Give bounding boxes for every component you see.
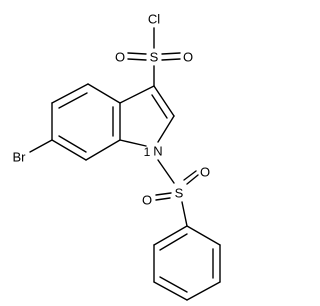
bond-s-o-right-a <box>161 58 181 61</box>
bond-c3-c2 <box>153 85 175 117</box>
atom-label-nitrogen-locant: 1 <box>144 145 151 159</box>
bond-s-o-left-b <box>155 192 172 196</box>
bond-c3a-c3 <box>119 85 155 104</box>
bond-c4-c5 <box>51 83 89 104</box>
atom-label-oxygen-bottom-left: O <box>142 193 152 208</box>
atom-label-sulfur-bottom: S <box>175 186 184 201</box>
bond-n1-c7a <box>119 139 147 147</box>
bond-ph-6-1-inner <box>159 233 188 251</box>
benzo-ring <box>51 83 121 161</box>
bond-c6-c7-inner <box>58 135 87 153</box>
atom-label-oxygen-top-right: O <box>183 50 193 65</box>
bond-ph-4-5 <box>153 281 188 301</box>
bond-c6-br <box>29 139 53 153</box>
bond-s-o-right-b <box>161 52 181 55</box>
bond-ph-1-2 <box>186 225 221 246</box>
bond-c6-c7 <box>51 139 87 161</box>
phenyl-ring <box>153 225 221 301</box>
atom-label-oxygen-bottom-right: O <box>200 165 210 180</box>
atom-label-bromine: Br <box>13 150 27 165</box>
atom-label-nitrogen: N <box>153 144 162 159</box>
bond-s-o-left-b <box>127 52 147 55</box>
bond-c2-n1 <box>157 115 175 143</box>
bond-c3-c2-inner <box>151 94 168 119</box>
chemical-structure: Cl S O O Br N 1 S O O <box>13 12 221 301</box>
bond-s-ph <box>181 201 188 227</box>
bond-s-o-left-a <box>155 197 171 201</box>
atom-label-oxygen-top-left: O <box>115 50 125 65</box>
bond-ph-3-4 <box>186 281 221 301</box>
bond-c4-c5-inner <box>58 92 88 109</box>
phenylsulfonyl-group <box>155 159 199 227</box>
bond-s-o-right-a <box>186 174 199 185</box>
bond-s-o-right-b <box>183 170 197 181</box>
sulfonyl-chloride-group <box>127 27 181 87</box>
atom-label-sulfur-top: S <box>150 50 159 65</box>
bond-c7-c7a <box>85 139 121 161</box>
bond-s-o-left-a <box>127 58 147 61</box>
bond-n1-s <box>157 159 175 184</box>
pyrrole-ring <box>119 85 175 147</box>
bond-ph-4-5-inner <box>159 276 188 293</box>
atom-label-chlorine: Cl <box>148 12 160 27</box>
bond-ph-6-1 <box>153 225 188 246</box>
bond-c3a-c4 <box>87 83 121 104</box>
